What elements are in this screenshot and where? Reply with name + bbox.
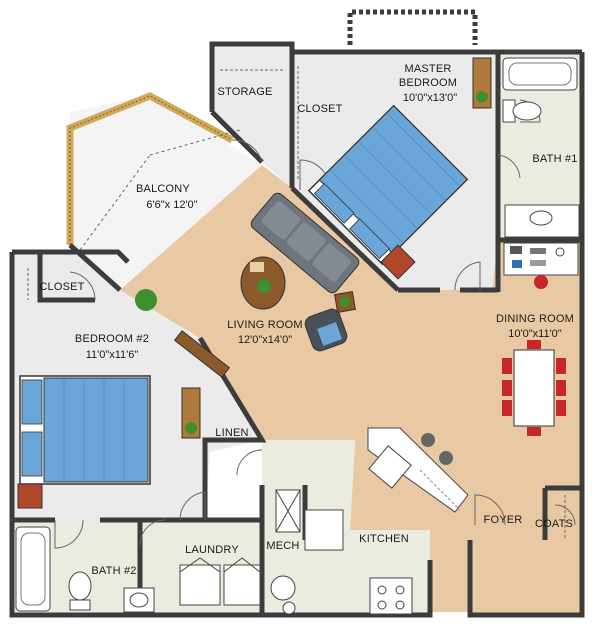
armchair <box>304 308 348 352</box>
storage-floor <box>212 44 292 188</box>
bedroom2-size: 11'0"x11'6" <box>86 349 139 361</box>
master-bed <box>307 104 469 266</box>
balcony-railing <box>66 92 241 251</box>
closet-bedroom2-label: CLOSET <box>39 281 84 293</box>
storage-label: STORAGE <box>218 86 273 98</box>
walls <box>9 9 585 618</box>
bedroom2-nightstand <box>17 483 43 509</box>
mech-label: MECH <box>266 540 299 552</box>
dining-room-size: 10'0"x11'0" <box>508 328 561 340</box>
mech-fixtures <box>270 489 301 615</box>
living-plant-icon <box>135 289 157 311</box>
bath1-label: BATH #1 <box>532 153 577 165</box>
master-bedroom-label-line1: MASTER <box>404 63 451 75</box>
foyer-floor <box>470 490 582 615</box>
master-bedroom-label-line2: BEDROOM <box>399 77 457 89</box>
bath2-fixtures <box>15 526 155 613</box>
laundry-fixtures <box>179 557 261 606</box>
laundry-label: LAUNDRY <box>185 544 239 556</box>
balcony-label: BALCONY <box>136 183 190 195</box>
bath2-label: BATH #2 <box>91 565 136 577</box>
tv-console <box>173 330 231 378</box>
kitchen-fixtures <box>304 427 469 615</box>
master-nightstand <box>380 244 416 280</box>
master-bedroom-size: 10'0"x13'0" <box>403 92 457 104</box>
closet-master-label: CLOSET <box>297 103 342 115</box>
doors <box>54 99 576 549</box>
coats-label: COATS <box>535 518 573 530</box>
master-plant-icon <box>476 91 488 103</box>
dining-room-label: DINING ROOM <box>496 313 574 325</box>
linen-label: LINEN <box>215 427 248 439</box>
sofa <box>250 192 360 294</box>
living-floor <box>120 165 582 612</box>
desk <box>503 242 579 289</box>
living-room-size: 12'0"x14'0" <box>238 334 292 346</box>
balcony-floor <box>70 95 262 290</box>
room-labels: STORAGE CLOSET MASTER BEDROOM 10'0"x13'0… <box>39 63 577 577</box>
kitchen-floor <box>262 440 430 615</box>
balcony-size: 6'6"x 12'0" <box>146 199 197 211</box>
bedroom2-bed <box>19 375 151 485</box>
dining-table <box>502 340 566 436</box>
bedroom2-label: BEDROOM #2 <box>75 333 149 345</box>
coffee-table-plant-icon <box>257 279 271 293</box>
bath1-fixtures <box>502 57 580 238</box>
foyer-label: FOYER <box>484 514 523 526</box>
kitchen-label: KITCHEN <box>359 533 409 545</box>
living-room-label: LIVING ROOM <box>227 319 303 331</box>
